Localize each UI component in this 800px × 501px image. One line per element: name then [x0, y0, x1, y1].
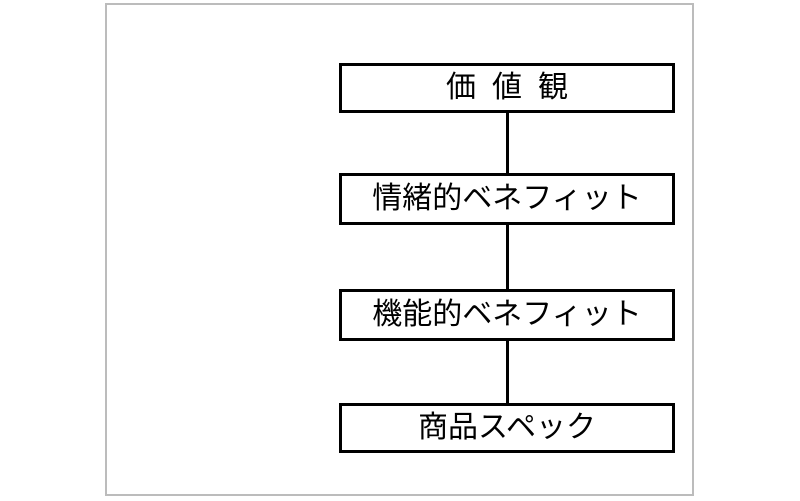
connector-functional-to-product [505, 339, 509, 405]
node-values[interactable]: 価値観 [339, 63, 675, 113]
node-values-label: 価値観 [446, 70, 584, 105]
node-emotional-benefit-label: 情緒的ベネフィット [372, 181, 642, 216]
diagram-frame: 価値観 情緒的ベネフィット 機能的ベネフィット 商品スペック [105, 3, 694, 496]
node-product-spec-label: 商品スペック [418, 410, 596, 445]
connector-values-to-emotional [505, 111, 509, 175]
node-product-spec[interactable]: 商品スペック [339, 403, 675, 453]
connector-emotional-to-functional [505, 223, 509, 291]
benefit-ladder-diagram: 価値観 情緒的ベネフィット 機能的ベネフィット 商品スペック [339, 63, 675, 453]
node-functional-benefit-label: 機能的ベネフィット [372, 297, 642, 332]
node-emotional-benefit[interactable]: 情緒的ベネフィット [339, 173, 675, 225]
node-functional-benefit[interactable]: 機能的ベネフィット [339, 289, 675, 341]
